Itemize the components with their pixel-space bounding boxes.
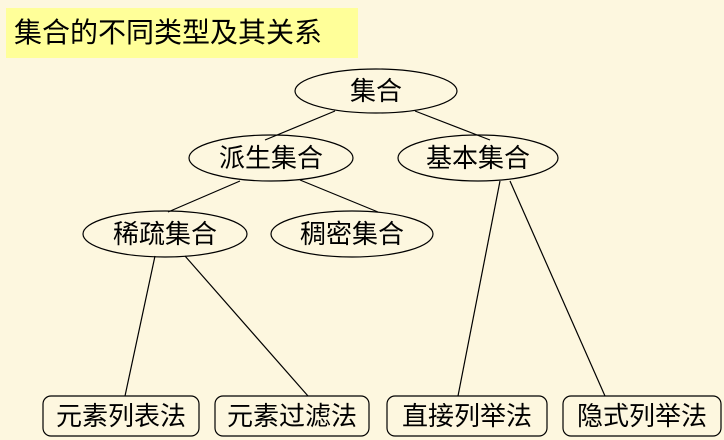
node-basic-sets-label: 基本集合 <box>426 144 530 174</box>
node-element-filter-method-label: 元素过滤法 <box>227 402 357 432</box>
node-sets: 集合 <box>294 68 458 114</box>
node-derived-sets-label: 派生集合 <box>219 144 323 174</box>
node-element-filter-method: 元素过滤法 <box>214 395 370 437</box>
edge-sparse-list <box>124 255 156 397</box>
node-element-list-method-label: 元素列表法 <box>56 402 186 432</box>
node-sparse-sets: 稀疏集合 <box>82 210 248 258</box>
node-dense-sets-label: 稠密集合 <box>300 220 404 250</box>
node-implicit-enumeration-label: 隐式列举法 <box>577 402 707 432</box>
node-dense-sets: 稠密集合 <box>270 210 434 258</box>
edge-sparse-filter <box>184 255 309 397</box>
node-sparse-sets-label: 稀疏集合 <box>113 220 217 250</box>
edge-derived-dense <box>299 179 379 213</box>
edge-derived-sparse <box>167 180 241 213</box>
node-element-list-method: 元素列表法 <box>42 395 200 437</box>
edge-sets-derived <box>264 110 336 141</box>
node-direct-enumeration-label: 直接列举法 <box>402 402 532 432</box>
node-basic-sets: 基本集合 <box>397 134 559 182</box>
node-direct-enumeration: 直接列举法 <box>386 395 548 437</box>
edge-basic-direct <box>457 180 501 397</box>
node-implicit-enumeration: 隐式列举法 <box>562 395 722 437</box>
page-title: 集合的不同类型及其关系 <box>6 8 358 58</box>
node-derived-sets: 派生集合 <box>188 134 354 182</box>
node-sets-label: 集合 <box>350 77 402 107</box>
edge-basic-implicit <box>509 180 606 397</box>
